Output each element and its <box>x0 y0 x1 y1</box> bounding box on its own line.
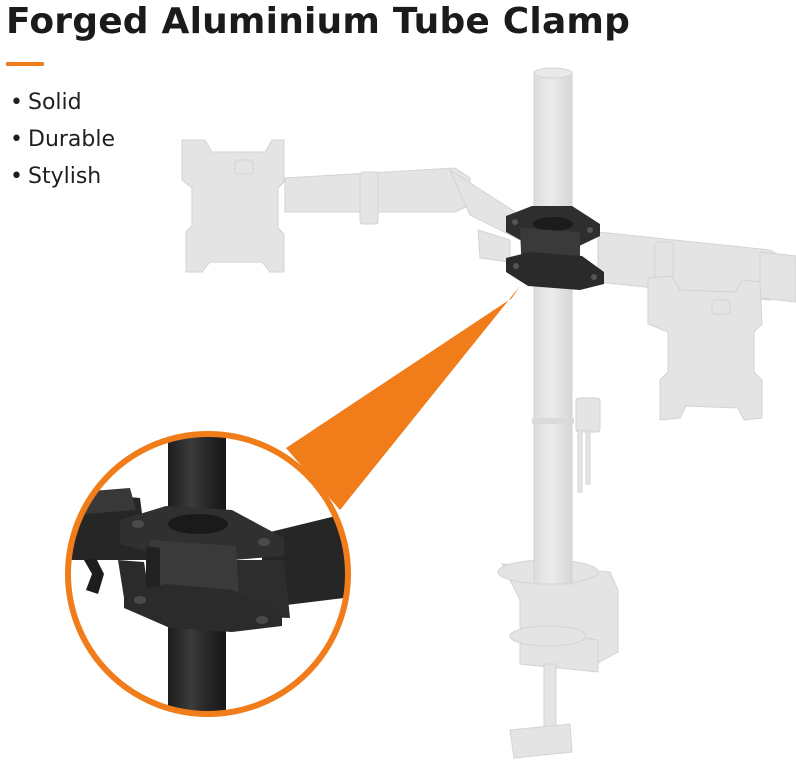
feature-label: Solid <box>28 90 82 115</box>
bullet-icon: • <box>10 90 23 115</box>
feature-item: •Solid <box>10 84 115 121</box>
feature-item: •Durable <box>10 121 115 158</box>
tube-clamp <box>506 206 604 290</box>
pole-ghost <box>533 71 573 585</box>
feature-label: Stylish <box>28 164 102 189</box>
monitor-mount-ghost <box>181 139 796 759</box>
title-accent-bar <box>6 62 44 66</box>
feature-item: •Stylish <box>10 158 115 195</box>
zoom-projection-wedge <box>286 286 520 510</box>
bullet-icon: • <box>10 127 23 152</box>
page-title: Forged Aluminium Tube Clamp <box>6 1 631 42</box>
tube-clamp-closeup <box>65 431 351 717</box>
feature-list: •Solid •Durable •Stylish <box>10 84 115 195</box>
feature-label: Durable <box>28 127 116 152</box>
bullet-icon: • <box>10 164 23 189</box>
